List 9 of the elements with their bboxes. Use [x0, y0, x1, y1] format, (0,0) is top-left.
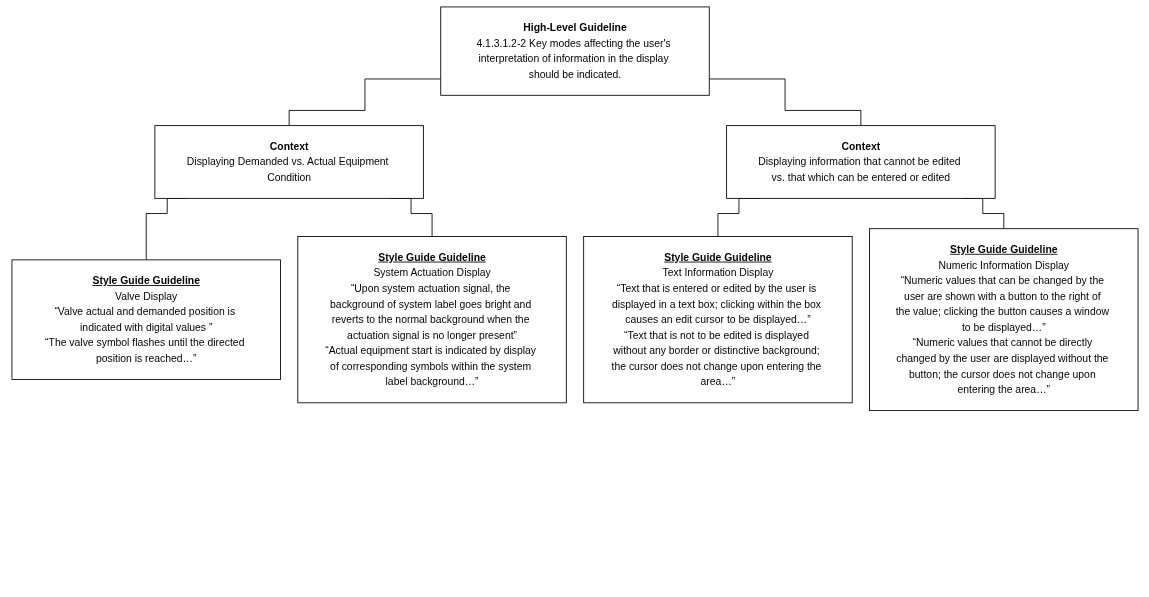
connector: [708, 78, 861, 127]
node-box: Style Guide Guideline System Actuation Display “Upon system actuation signal, the background of system label goes bright and reverts to the normal background when the actuation signal is no longer present” “Actual equipment start is indicated by display of corresponding symbols within the system label background…”: [296, 236, 567, 404]
node-box: High-Level Guideline 4.1.3.1.2-2 Key modes affecting the user's interpretation of information in the display should be indicated.: [439, 6, 710, 96]
node-box: Style Guide Guideline Valve Display “Valve actual and demanded position is indicated with digital values ” “The valve symbol flashes until the directed position is reached…”: [11, 259, 281, 380]
node-box: Context Displaying information that cannot be edited vs. that which can be entered or edited: [725, 125, 996, 199]
node-box: Context Displaying Demanded vs. Actual Equipment Condition: [153, 125, 424, 199]
connector: [288, 78, 441, 127]
node-box: Style Guide Guideline Numeric Information Display “Numeric values that can be changed by the user are shown with a button to the right of the value; clicking the button causes a window to be displayed…” “Numeric values that cannot be directly changed by the user are displayed without the button; the cursor does not change upon entering the area…”: [868, 228, 1138, 412]
node-box: Style Guide Guideline Text Information Display “Text that is entered or edited by the user is displayed in a text box; clicking within the box causes an edit cursor to be displayed…” “Text that is not to be edited is displayed without any border or distinctive background; the cursor does not change upon entering the area…”: [582, 236, 853, 404]
